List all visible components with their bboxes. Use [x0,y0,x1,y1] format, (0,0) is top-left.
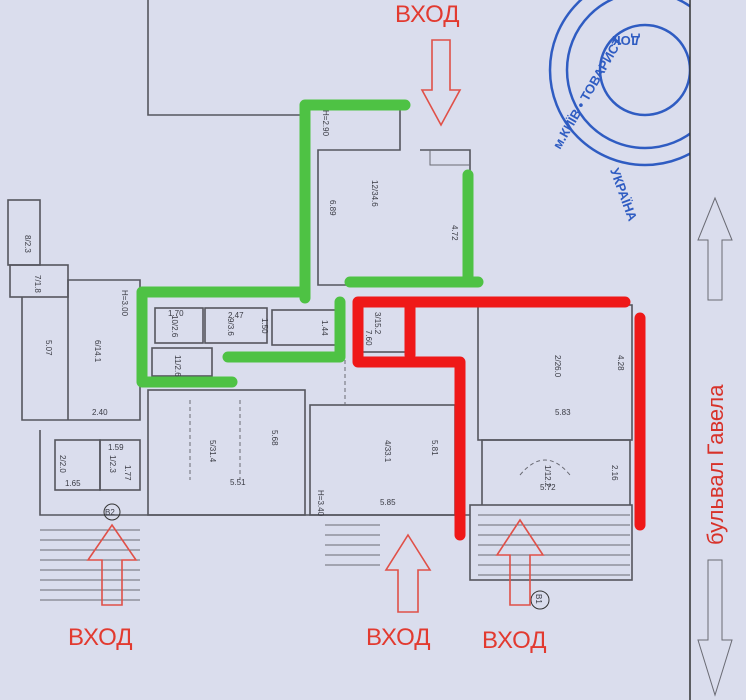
entrance-label-bottom-left: ВХОД [68,624,133,651]
svg-text:8/2.3: 8/2.3 [23,235,32,253]
svg-text:H=2.90: H=2.90 [321,110,330,137]
red-zone-outline [352,296,646,541]
svg-text:2.47: 2.47 [228,311,244,320]
entrance-label-bottom-right: ВХОД [482,627,547,654]
stamp-text-mid: ДОК [613,33,640,48]
svg-text:1.65: 1.65 [65,479,81,488]
svg-text:5.68: 5.68 [270,430,279,446]
entrance-arrow-down-icon [420,39,462,127]
svg-text:1.77: 1.77 [123,465,132,481]
svg-text:1.44: 1.44 [320,320,329,336]
svg-text:11/2.6: 11/2.6 [173,355,182,377]
svg-text:B1: B1 [534,594,543,604]
dimension-labels: 5.07 2.40 5.68 5.51 6.89 4.72 1.44 1.50 … [44,110,625,517]
svg-text:1.50: 1.50 [260,318,269,334]
svg-text:2.16: 2.16 [610,465,619,481]
svg-text:5.07: 5.07 [44,340,53,356]
svg-text:5/31.4: 5/31.4 [208,440,217,463]
svg-text:9/3.6: 9/3.6 [226,318,235,336]
entrance-label-top: ВХОД [395,1,460,28]
svg-text:4.28: 4.28 [616,355,625,371]
svg-text:6/14.1: 6/14.1 [93,340,102,363]
svg-text:1/12.2: 1/12.2 [543,465,552,488]
street-name: бульвал Гавела [703,384,728,545]
room-labels: 8/2.3 7/1.8 6/14.1 10/2.6 9/3.6 11/2.6 5… [23,180,562,488]
entrance-arrow-up-icon [86,523,138,606]
street-arrow-up-icon [697,196,733,301]
svg-text:10/2.6: 10/2.6 [170,315,179,338]
marker-b2: B2 [103,503,121,521]
svg-text:7.60: 7.60 [364,330,373,346]
svg-text:1/2.3: 1/2.3 [108,455,117,473]
green-zone-outline [136,99,484,388]
svg-text:1.59: 1.59 [108,443,124,452]
svg-text:2/26.0: 2/26.0 [553,355,562,378]
marker-b1: B1 [530,590,550,610]
svg-text:5.81: 5.81 [430,440,439,456]
svg-text:2/2.0: 2/2.0 [58,455,67,473]
svg-text:5.85: 5.85 [380,498,396,507]
stairs [40,514,630,601]
svg-text:7/1.8: 7/1.8 [33,275,42,293]
svg-text:H=3.00: H=3.00 [120,290,129,317]
street-arrow-down-icon [697,559,733,697]
svg-text:5.51: 5.51 [230,478,246,487]
svg-text:4/33.1: 4/33.1 [383,440,392,463]
entrance-arrow-up-icon [384,533,432,613]
svg-text:1.70: 1.70 [168,309,184,318]
svg-text:3/15.2: 3/15.2 [373,312,382,335]
svg-text:5.83: 5.83 [555,408,571,417]
svg-text:6.89: 6.89 [328,200,337,216]
entrance-label-bottom-center: ВХОД [366,624,431,651]
stamp-text-bottom: УКРАЇНА [607,166,640,224]
svg-text:2.40: 2.40 [92,408,108,417]
svg-text:4.72: 4.72 [450,225,459,241]
stamp-text-top: м.КИЇВ • ТОВАРИСТ [550,35,626,152]
entrance-arrow-up-icon [495,518,545,606]
street-strip [690,0,746,700]
svg-text:5.72: 5.72 [540,483,556,492]
svg-text:12/34.6: 12/34.6 [370,180,379,207]
svg-text:B2: B2 [105,508,115,517]
svg-text:H=3.40: H=3.40 [316,490,325,517]
